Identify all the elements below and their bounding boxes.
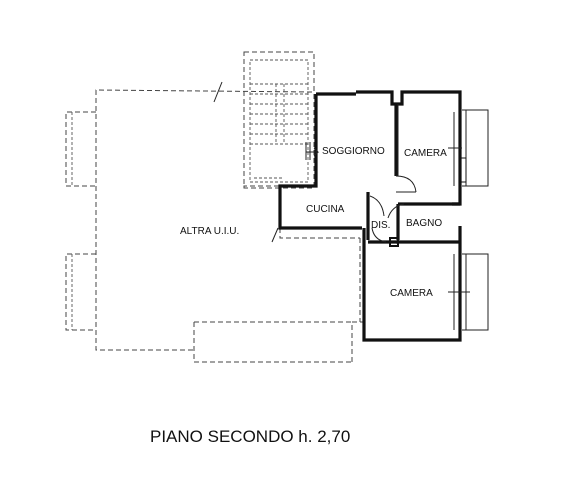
room-camera-bottom: CAMERA [390,288,433,299]
floor-caption: PIANO SECONDO h. 2,70 [150,427,350,446]
door-swings [369,175,417,243]
balconies [462,109,489,331]
room-camera-top: CAMERA [404,148,447,159]
room-soggiorno: SOGGIORNO [322,146,385,157]
room-altra-uiu: ALTRA U.I.U. [180,226,239,237]
room-dis: DIS. [371,220,390,231]
stair-well [213,51,315,243]
room-cucina: CUCINA [306,204,345,215]
apartment-walls [278,90,470,342]
room-bagno: BAGNO [406,218,442,229]
